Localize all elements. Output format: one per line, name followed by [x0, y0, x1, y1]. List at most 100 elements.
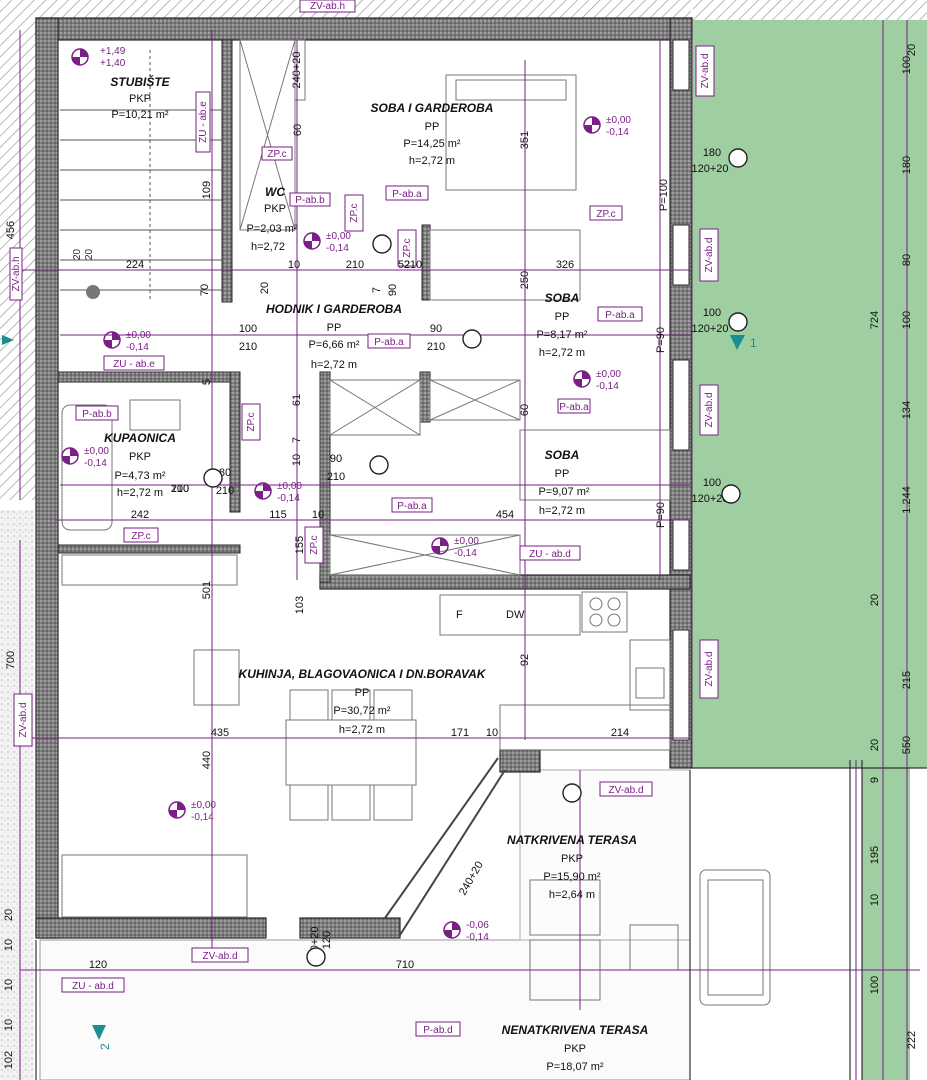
opening-marker — [462, 329, 482, 349]
material-tag-label: ZU - ab.d — [72, 981, 114, 992]
level-top: ±0,00 — [84, 446, 109, 457]
section-mark-1: 1 — [730, 335, 757, 350]
level-marker: ±0,00-0,14 — [61, 446, 109, 469]
dimension-label: 215 — [901, 671, 913, 689]
dimension-label: 90 — [387, 284, 399, 296]
door-markers-layer — [203, 148, 748, 967]
dimension-label: P=90 — [655, 327, 667, 353]
dimension-label: 10 — [312, 509, 324, 521]
levels-layer: ±0,00-0,14±0,00-0,14±0,00-0,14±0,00-0,14… — [61, 115, 631, 943]
opening-marker — [562, 783, 582, 803]
room-area: P=10,21 m² — [111, 109, 169, 121]
material-tag: ZV-ab.d — [699, 639, 719, 699]
dimension-label: 10 — [486, 727, 498, 739]
dimension-label: 501 — [201, 581, 213, 599]
section-label-1: 1 — [750, 336, 757, 350]
dimension-label: 550 — [901, 736, 913, 754]
dimension-label: 440 — [201, 751, 213, 769]
room-area: P=9,07 m² — [538, 486, 589, 498]
dimension-label: 210 — [404, 259, 422, 271]
room-floor: PKP — [561, 853, 583, 865]
level-bottom: -0,14 — [326, 243, 349, 254]
material-tag-label: ZV-ab.d — [704, 651, 715, 686]
material-tag: ZV-ab.h — [9, 247, 23, 301]
level-marker: ±0,00-0,14 — [254, 481, 302, 504]
dimension-label: 454 — [496, 509, 514, 521]
dimension-label: 326 — [556, 259, 574, 271]
material-tag-label: ZV-ab.d — [18, 702, 29, 737]
material-tag-label: P-ab.a — [605, 310, 635, 321]
hatched-border-right-top — [693, 0, 927, 20]
room-name: SOBA — [545, 291, 580, 305]
level-marker: -0,06-0,14 — [443, 920, 489, 943]
material-tag-label: ZV-ab.d — [700, 53, 711, 88]
opening-marker — [728, 148, 748, 168]
dimension-label: 1.244 — [901, 486, 913, 514]
dimension-label: 242 — [131, 509, 149, 521]
stair-dims-2: 20 — [84, 248, 95, 260]
material-tag-label: ZP.c — [246, 412, 257, 431]
dimension-label: 456 — [5, 221, 17, 239]
dimension-label: 9 — [869, 777, 881, 783]
material-tag: ZV-ab.d — [695, 45, 715, 97]
room-area: P=8,17 m² — [536, 329, 587, 341]
material-tag-label: P-ab.b — [82, 409, 112, 420]
dimension-label: 60 — [519, 404, 531, 416]
dimension-label: 155 — [294, 536, 306, 554]
material-tag-label: ZP.c — [402, 238, 413, 257]
dimension-label: 210 — [216, 485, 234, 497]
room-height: h=2,72 m — [539, 505, 585, 517]
dishwasher-label: DW — [506, 609, 525, 621]
dimension-label: 100 — [703, 307, 721, 319]
level-bottom: -0,14 — [454, 548, 477, 559]
interior-walls — [57, 39, 431, 583]
dimension-label: 210 — [171, 483, 189, 495]
enclosure-lines — [35, 760, 927, 1080]
material-tag: ZU - ab.e — [103, 355, 165, 371]
terrace-floor — [39, 939, 691, 1080]
material-tag-label: ZP.c — [349, 203, 360, 222]
level-top: ±0,00 — [277, 481, 302, 492]
dimension-label: 20 — [869, 739, 881, 751]
material-tag-label: ZP.c — [309, 535, 320, 554]
stair-level-top: +1,49 — [100, 46, 126, 57]
dimension-label: 90 — [430, 323, 442, 335]
dimension-label: 100 — [901, 311, 913, 329]
material-tag: P-ab.b — [289, 192, 331, 207]
material-tag: ZP.c — [344, 194, 364, 232]
dimension-label: 210 — [427, 341, 445, 353]
dimension-label: 700 — [5, 651, 17, 669]
dimension-label: 115 — [269, 509, 287, 521]
room-floor: PKP — [564, 1043, 586, 1055]
dimension-label: 210 — [239, 341, 257, 353]
room-name: KUPAONICA — [104, 431, 176, 445]
room-soba-2: SOBA PP P=9,07 m² h=2,72 m — [538, 448, 589, 517]
material-tag-label: ZV-ab.d — [704, 392, 715, 427]
room-floor: PP — [555, 311, 570, 323]
room-name: KUHINJA, BLAGOVAONICA I DN.BORAVAK — [239, 667, 487, 681]
dimension-label: 10 — [869, 894, 881, 906]
gravel-border-left — [0, 510, 34, 1080]
room-name: STUBIŠTE — [110, 74, 170, 89]
room-floor: PP — [425, 121, 440, 133]
room-height: h=2,72 — [251, 241, 285, 253]
room-hodnik-i-garderoba: HODNIK I GARDEROBA PP P=6,66 m² h=2,72 m — [266, 302, 402, 371]
level-top: ±0,00 — [606, 115, 631, 126]
level-marker: ±0,00-0,14 — [573, 369, 621, 392]
opening-marker — [728, 312, 748, 332]
room-area: P=15,90 m² — [543, 871, 601, 883]
room-natkrivena-terasa: NATKRIVENA TERASA PKP P=15,90 m² h=2,64 … — [507, 833, 637, 901]
dimension-label: 214 — [611, 727, 629, 739]
stair-steps — [60, 50, 222, 300]
covered-terrace-floor — [519, 769, 691, 941]
level-bottom: -0,14 — [126, 342, 149, 353]
material-tag-label: ZV-ab.d — [608, 785, 643, 796]
level-bottom: -0,14 — [606, 127, 629, 138]
material-tag: ZV-ab.d — [599, 781, 653, 797]
room-kupaonica: KUPAONICA PKP P=4,73 m² h=2,72 m — [104, 431, 176, 499]
room-height: h=2,72 m — [339, 724, 385, 736]
material-tag: ZV-ab.h — [299, 0, 356, 13]
material-tag: ZU - ab.e — [195, 91, 211, 153]
material-tag: P-ab.a — [385, 185, 429, 201]
dimension-label: 250 — [519, 271, 531, 289]
